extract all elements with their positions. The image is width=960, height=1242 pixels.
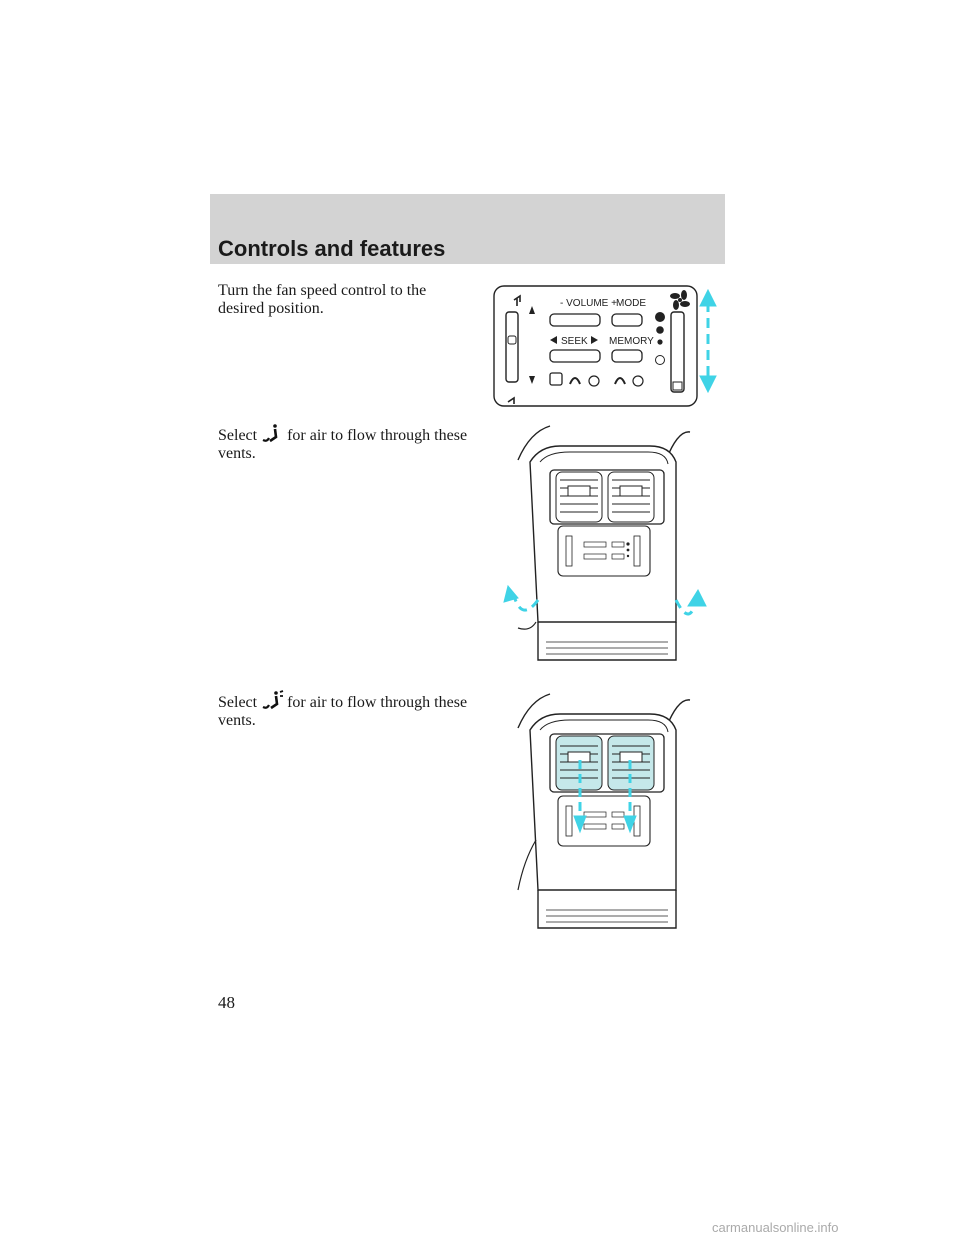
page-number: 48 (218, 993, 235, 1012)
fan-speed-arrow-icon (699, 288, 717, 394)
upper-vent-left (555, 471, 603, 523)
rear-control-panel-figure: - VOLUME + MODE SEEK MEMORY (493, 285, 717, 407)
volume-button (549, 313, 601, 327)
mode-label: MODE (616, 298, 646, 309)
vent-mode-icon (507, 294, 521, 404)
fan-speed-slider (670, 311, 685, 393)
floor-airflow-arrow-icon (503, 584, 707, 616)
seek-button (549, 349, 601, 363)
upper-vent-right (607, 471, 655, 523)
header-band (210, 194, 725, 264)
volume-label: - VOLUME + (560, 298, 617, 309)
fan-icon (670, 290, 690, 310)
console-floor-vents-figure (503, 425, 707, 661)
step-fan-speed-text: Turn the fan speed control to the desire… (218, 282, 427, 317)
memory-button (611, 349, 643, 363)
floor-vent-icon (262, 424, 278, 443)
memory-label: MEMORY (609, 336, 654, 347)
panel-floor-vent-icon (262, 690, 284, 710)
mode-button (611, 313, 643, 327)
watermark: carmanualsonline.info (712, 1220, 839, 1235)
section-title: Controls and features (218, 236, 446, 261)
console-panel-vents-figure (517, 693, 691, 929)
panel-airflow-arrow-icon (573, 760, 637, 834)
seek-label: SEEK (561, 336, 588, 347)
